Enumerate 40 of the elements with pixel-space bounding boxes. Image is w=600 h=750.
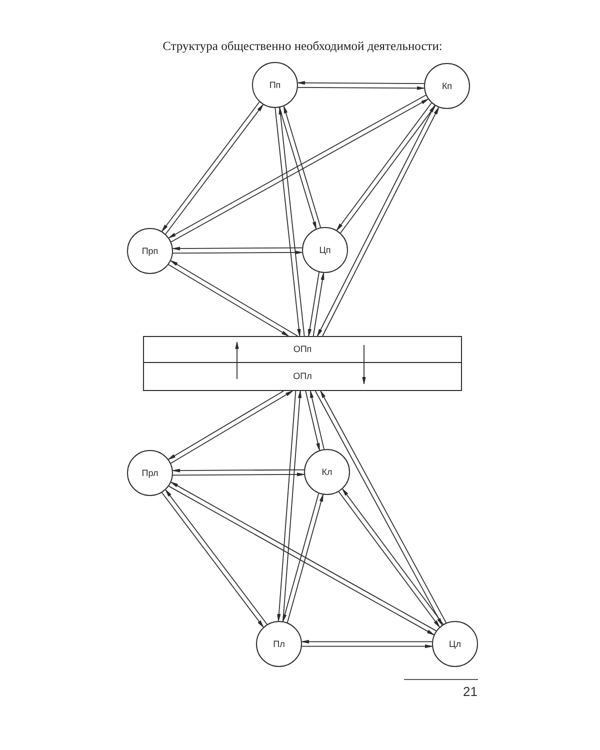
node-label: Пп: [269, 80, 281, 90]
band-section: [143, 362, 462, 391]
circle-node: [256, 621, 302, 667]
node-label: Прп: [142, 246, 158, 256]
node-label: Пл: [273, 640, 285, 648]
arrow: [301, 640, 433, 644]
arrow: [277, 390, 296, 622]
node-label: Цп: [319, 246, 331, 254]
arrow: [310, 390, 324, 450]
arrow: [312, 272, 324, 336]
circle-node: [252, 62, 298, 108]
circle-node: [127, 450, 173, 496]
node-label: ОПп: [293, 345, 312, 354]
arrow: [278, 107, 305, 336]
circle-node: [302, 227, 348, 273]
arrow: [297, 86, 425, 90]
arrow: [282, 390, 302, 622]
circle-node: [304, 449, 350, 495]
node-label: Цл: [449, 640, 461, 648]
node-label: Прл: [142, 468, 158, 478]
band-section: [143, 336, 462, 363]
page-number: 21: [463, 685, 478, 700]
arrow: [235, 342, 239, 380]
node-label: Кп: [442, 82, 452, 90]
circle-node: [432, 621, 478, 667]
node-label: Кл: [322, 468, 332, 476]
arrow: [305, 390, 320, 451]
arrow: [362, 344, 366, 384]
circle-node: [424, 63, 470, 109]
arrow: [297, 81, 425, 85]
arrow: [172, 246, 303, 250]
arrow: [274, 108, 301, 336]
arrow: [172, 468, 305, 472]
circle-node: [127, 228, 173, 274]
arrow: [172, 250, 303, 254]
diagram-title: Структура общественно необходимой деятельности:: [162, 39, 442, 54]
node-label: ОПл: [293, 372, 312, 381]
arrow: [301, 644, 433, 648]
arrow: [308, 272, 320, 336]
arrow: [172, 472, 305, 476]
